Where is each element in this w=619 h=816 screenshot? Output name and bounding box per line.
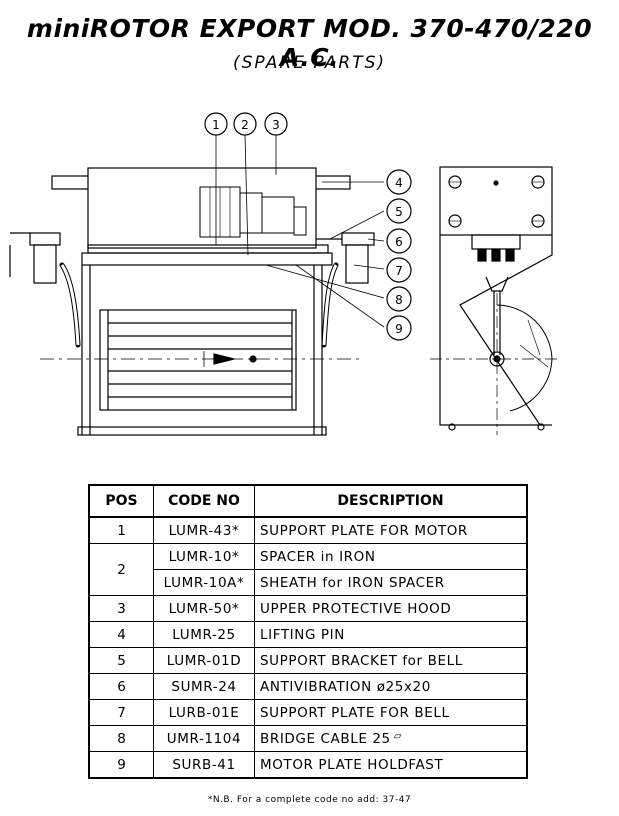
table-row: 3 LUMR-50* UPPER PROTECTIVE HOOD — [88, 595, 528, 622]
row-pos: 6 — [88, 673, 154, 700]
table-row: LUMR-10A* SHEATH for IRON SPACER — [89, 569, 528, 596]
row-code: LUMR-01D — [153, 647, 255, 674]
footnote: *N.B. For a complete code no add: 37-47 — [207, 795, 412, 805]
callout-9: 9 — [386, 315, 412, 341]
callout-4: 4 — [386, 169, 412, 195]
header-code: CODE NO — [153, 484, 255, 518]
callout-label: 2 — [241, 118, 249, 132]
row-pos: 1 — [88, 516, 154, 544]
callout-label: 6 — [395, 235, 403, 249]
row-description: SUPPORT BRACKET for BELL — [254, 647, 528, 674]
callout-2: 2 — [233, 112, 257, 136]
parts-table: POS CODE NO DESCRIPTION 1 LUMR-43* SUPPO… — [88, 484, 528, 779]
table-row: 8 UMR-1104 BRIDGE CABLE 25▱ — [88, 725, 528, 752]
row-description: LIFTING PIN — [254, 621, 528, 648]
table-header-row: POS CODE NO DESCRIPTION — [88, 484, 528, 518]
row-pos: 3 — [88, 595, 154, 622]
row-code: LUMR-10* — [153, 543, 255, 570]
table-row: 7 LURB-01E SUPPORT PLATE FOR BELL — [88, 699, 528, 726]
page-title: miniROTOR EXPORT MOD. 370-470/220 A.C. — [26, 14, 593, 72]
row-pos: 5 — [88, 647, 154, 674]
side-view — [430, 166, 560, 435]
table-row: 4 LUMR-25 LIFTING PIN — [88, 621, 528, 648]
table-row: 9 SURB-41 MOTOR PLATE HOLDFAST — [88, 751, 528, 779]
callout-3: 3 — [264, 112, 288, 136]
row-description: BRIDGE CABLE 25▱ — [254, 725, 528, 752]
row-pos: 4 — [88, 621, 154, 648]
callout-label: 9 — [395, 322, 403, 336]
table-row: 2 LUMR-10* SPACER in IRON — [88, 543, 528, 596]
header-description: DESCRIPTION — [254, 484, 528, 518]
callout-6: 6 — [386, 228, 412, 254]
row-code: LURB-01E — [153, 699, 255, 726]
table-row: 1 LUMR-43* SUPPORT PLATE FOR MOTOR — [88, 516, 528, 544]
callout-label: 8 — [395, 293, 403, 307]
row-code: LUMR-50* — [153, 595, 255, 622]
callout-7: 7 — [386, 257, 412, 283]
front-view — [9, 134, 385, 436]
table-row: 5 LUMR-01D SUPPORT BRACKET for BELL — [88, 647, 528, 674]
row-pos: 7 — [88, 699, 154, 726]
callout-label: 1 — [212, 118, 220, 132]
row-description: UPPER PROTECTIVE HOOD — [254, 595, 528, 622]
callout-label: 7 — [395, 264, 403, 278]
callout-1: 1 — [204, 112, 228, 136]
row-code: LUMR-43* — [153, 516, 255, 544]
table-row: 6 SUMR-24 ANTIVIBRATION ø25x20 — [88, 673, 528, 700]
row-pos: 9 — [88, 751, 154, 779]
row-description-text: BRIDGE CABLE 25 — [260, 730, 391, 747]
row-description: SPACER in IRON — [254, 543, 528, 570]
callout-label: 3 — [272, 118, 280, 132]
header-pos: POS — [88, 484, 154, 518]
technical-drawing: 1 2 3 4 5 6 7 8 9 — [9, 112, 560, 436]
row-pos: 8 — [88, 725, 154, 752]
row-pos: 2 — [88, 543, 154, 596]
callout-label: 4 — [395, 176, 403, 190]
row-code: LUMR-10A* — [153, 569, 255, 596]
row-code: SURB-41 — [153, 751, 255, 779]
row-description: SUPPORT PLATE FOR BELL — [254, 699, 528, 726]
callout-8: 8 — [386, 286, 412, 312]
row-description: ANTIVIBRATION ø25x20 — [254, 673, 528, 700]
row-description: SHEATH for IRON SPACER — [254, 569, 528, 596]
callout-label: 5 — [395, 205, 403, 219]
row-description: MOTOR PLATE HOLDFAST — [254, 751, 528, 779]
row-code: LUMR-25 — [153, 621, 255, 648]
row-code: SUMR-24 — [153, 673, 255, 700]
callout-5: 5 — [386, 198, 412, 224]
row-description: SUPPORT PLATE FOR MOTOR — [254, 516, 528, 544]
cable-section-icon: ▱ — [393, 730, 403, 742]
row-code: UMR-1104 — [153, 725, 255, 752]
page-subtitle: (SPARE PARTS) — [232, 53, 387, 73]
